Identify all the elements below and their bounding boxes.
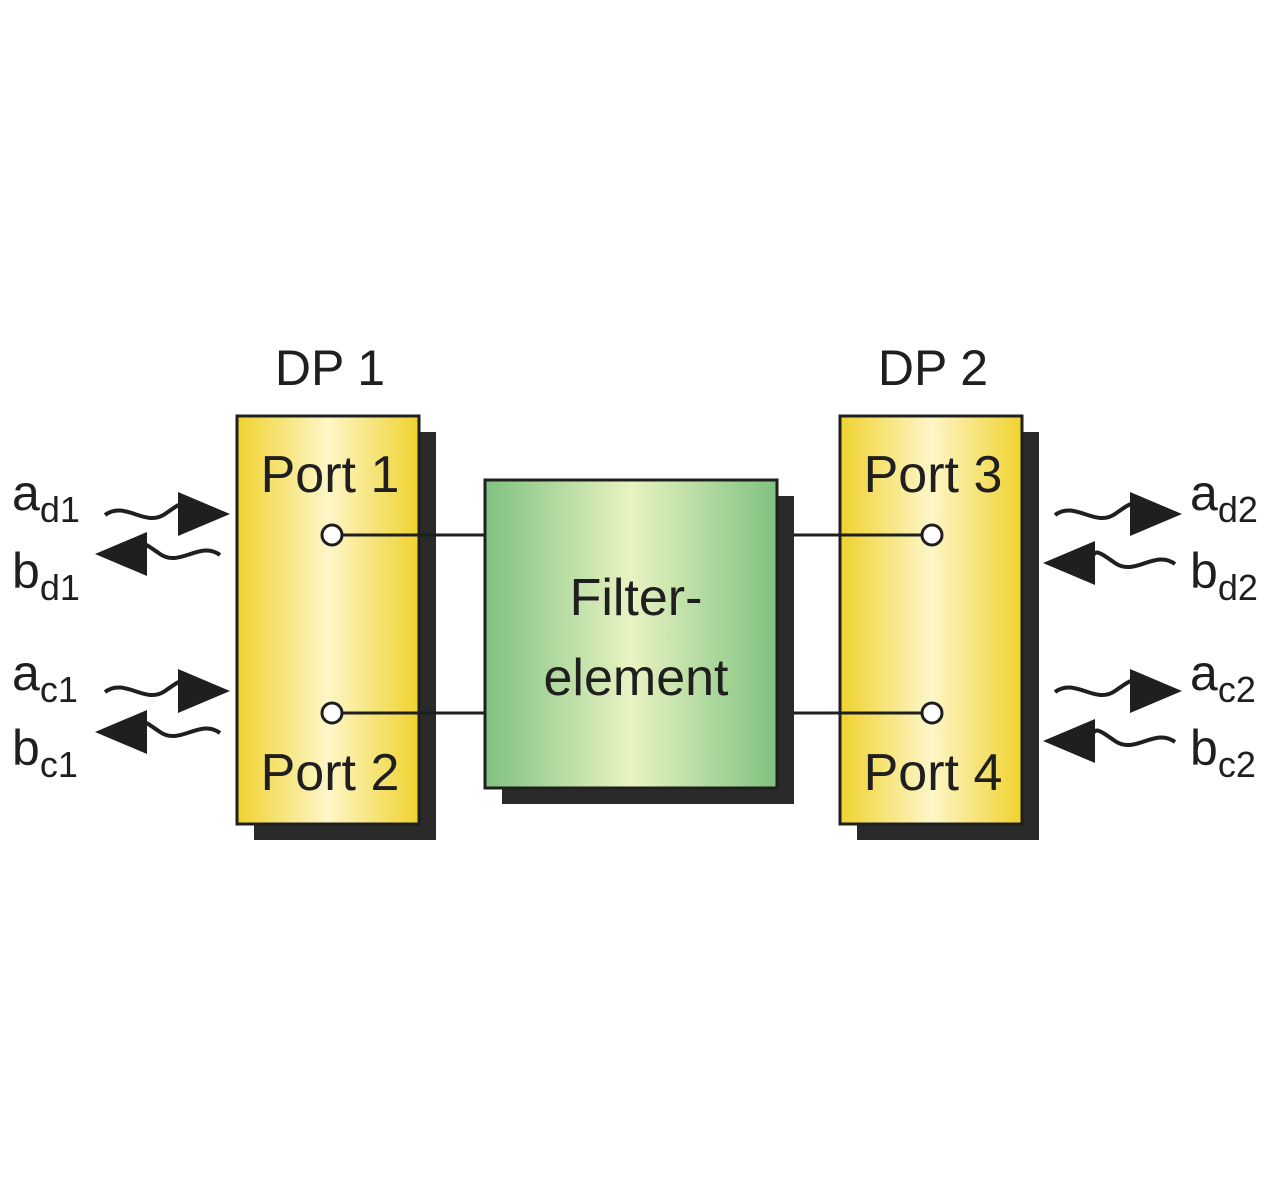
arrow-ac1 — [103, 678, 192, 698]
arrow-bc1 — [133, 719, 222, 739]
arrow-ac1-head — [178, 669, 230, 713]
arrow-bd1 — [133, 541, 222, 561]
dp2-label: DP 2 — [878, 340, 988, 396]
dual-port-1: DP 1 Port 1 Port 2 — [235, 340, 436, 840]
wave-label-bd2: bd2 — [1190, 543, 1258, 608]
dp2-box — [838, 414, 1024, 826]
port-3-label: Port 3 — [864, 446, 1003, 504]
arrow-ac2-head — [1130, 669, 1182, 713]
arrow-ac2 — [1053, 678, 1142, 698]
port-3-terminal — [920, 523, 944, 547]
wave-label-ad2: ad2 — [1190, 465, 1258, 530]
arrow-bc1-head — [95, 710, 147, 754]
wave-label-bd1: bd1 — [12, 543, 80, 608]
port-4-label: Port 4 — [864, 744, 1003, 802]
dual-port-2: DP 2 Port 3 Port 4 — [838, 340, 1039, 840]
wave-label-ad1: ad1 — [12, 465, 80, 530]
arrow-bc2 — [1088, 728, 1177, 748]
wave-label-ac2: ac2 — [1190, 645, 1256, 710]
arrow-ad1 — [103, 501, 192, 521]
filter-label-line1: Filter- — [570, 569, 703, 627]
wave-label-bc2: bc2 — [1190, 720, 1256, 785]
left-wave-arrows — [95, 492, 230, 754]
arrow-ad1-head — [178, 492, 230, 536]
port-1-label: Port 1 — [261, 446, 400, 504]
dp1-box — [235, 414, 421, 826]
filter-box — [483, 478, 779, 790]
arrow-bd2 — [1088, 550, 1177, 570]
port-2-label: Port 2 — [261, 744, 400, 802]
wave-label-ac1: ac1 — [12, 645, 78, 710]
wave-label-bc1: bc1 — [12, 720, 78, 785]
arrow-bc2-head — [1043, 719, 1095, 763]
right-wave-labels: ad2 bd2 ac2 bc2 — [1190, 465, 1258, 785]
arrow-ad2-head — [1130, 492, 1182, 536]
port-4-terminal — [920, 701, 944, 725]
port-2-terminal — [320, 701, 344, 725]
arrow-bd1-head — [95, 532, 147, 576]
arrow-ad2 — [1053, 501, 1142, 521]
arrow-bd2-head — [1043, 541, 1095, 585]
filter-element: Filter- element — [483, 478, 794, 804]
dp1-label: DP 1 — [275, 340, 385, 396]
right-wave-arrows — [1043, 492, 1182, 763]
port-1-terminal — [320, 523, 344, 547]
filter-label-line2: element — [544, 649, 730, 707]
connections — [342, 533, 922, 715]
left-wave-labels: ad1 bd1 ac1 bc1 — [12, 465, 80, 785]
